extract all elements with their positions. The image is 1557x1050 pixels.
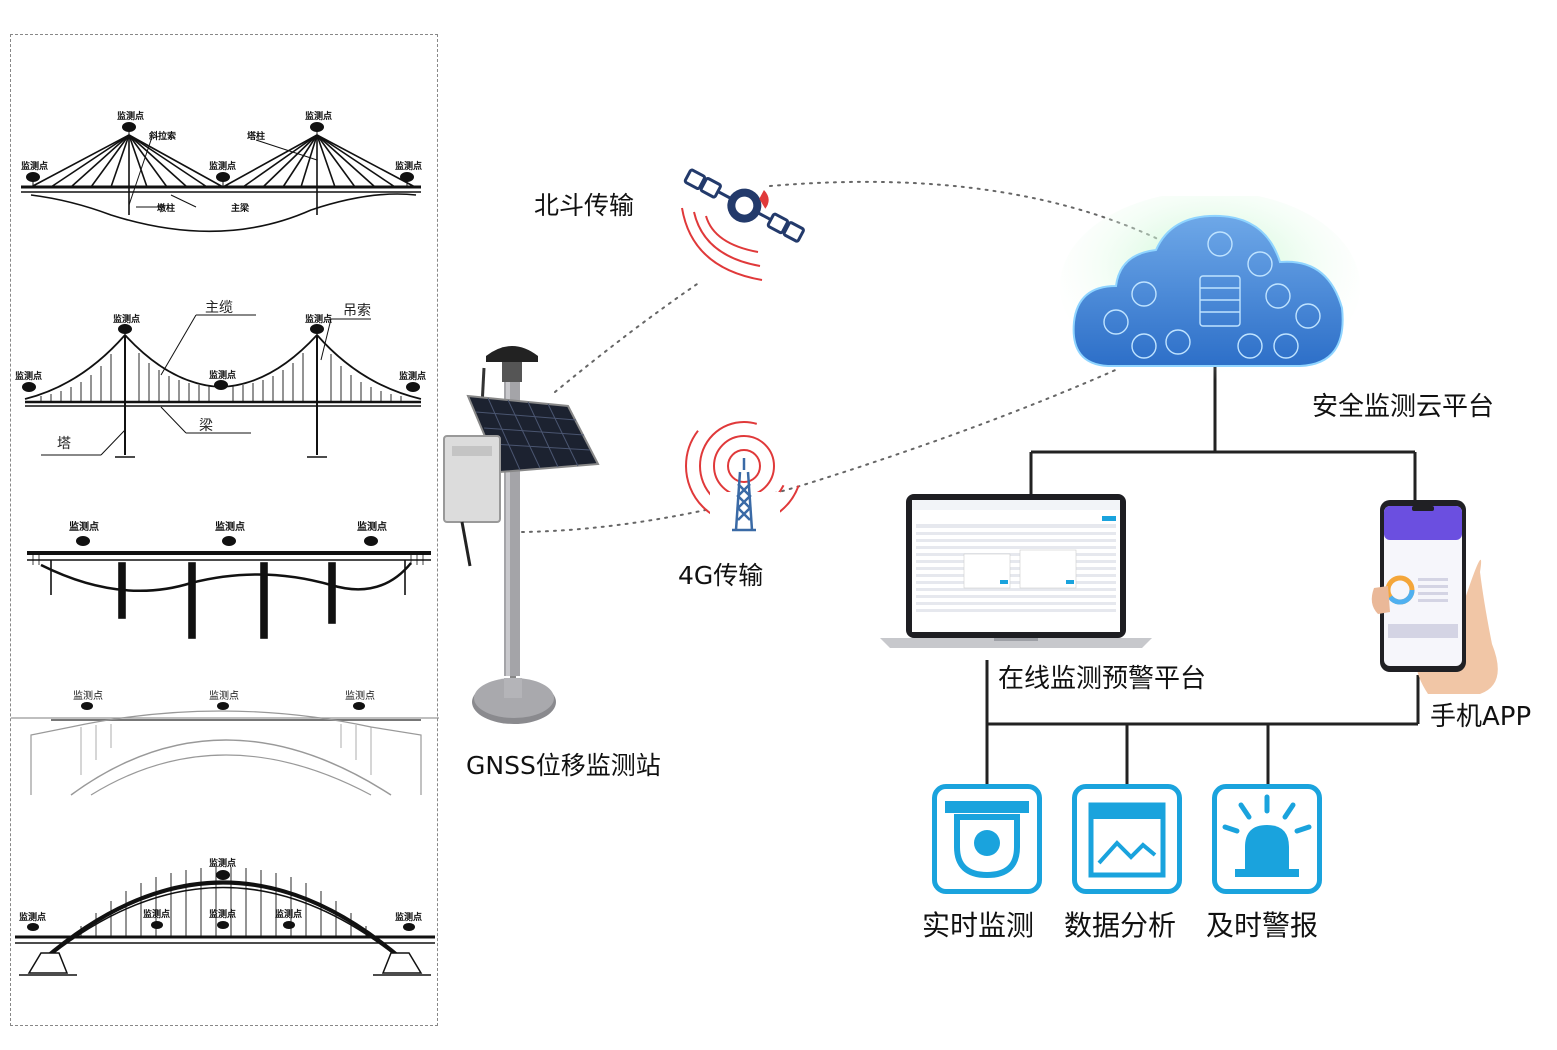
hanger-label: 吊索 [343,302,371,319]
ab-monitor-label-2: 监测点 [209,689,239,702]
data-analysis-box [1072,784,1182,894]
main-cable-label: 主缆 [205,300,233,316]
gb-monitor-label-3: 监测点 [357,520,387,533]
main-girder-label: 主梁 [231,202,250,214]
beidou-label: 北斗传输 [534,191,635,220]
ab-monitor-label-1: 监测点 [73,689,103,702]
cs-monitor-label-4: 监测点 [209,160,236,172]
arch-monitor-markers [81,702,365,710]
stay-cable-label: 斜拉索 [148,130,176,142]
chart-icon [1088,802,1166,878]
cable-stayed-monitor-markers [26,122,414,187]
bridge-types-panel: 监测点 监测点 监测点 监测点 监测点 斜拉索 塔柱 墩柱 主梁 [10,34,439,1026]
station-to-satellite-link [554,281,701,393]
ta-monitor-label-5: 监测点 [209,908,236,920]
ta-monitor-label-1: 监测点 [209,857,236,869]
realtime-monitoring-box [932,784,1042,894]
ss-monitor-label-5: 监测点 [399,370,426,382]
cs-monitor-label-5: 监测点 [395,160,422,172]
ta-monitor-label-3: 监测点 [395,911,422,923]
ss-monitor-label-4: 监测点 [209,369,236,381]
realtime-monitoring-label: 实时监测 [922,909,1035,942]
cell-tower-icon [680,402,808,542]
gb-monitor-label-2: 监测点 [215,520,245,533]
ss-monitor-label-3: 监测点 [15,370,42,382]
cable-stayed-bridge-diagram [21,134,421,233]
timely-alarm-box [1212,784,1322,894]
laptop-monitoring-platform [880,492,1152,652]
through-arch-monitor-markers [27,870,415,931]
cs-monitor-label-3: 监测点 [21,160,48,172]
ta-monitor-label-4: 监测点 [143,908,170,920]
gb-monitor-label-1: 监测点 [69,520,99,533]
cs-monitor-label-1: 监测点 [117,110,144,122]
online-platform-label: 在线监测预警平台 [998,664,1207,694]
ta-monitor-label-2: 监测点 [19,911,46,923]
ab-monitor-label-3: 监测点 [345,689,375,702]
suspension-monitor-markers [22,324,420,392]
beam-label: 梁 [199,418,213,434]
data-analysis-label: 数据分析 [1064,909,1177,942]
arch-bridge-diagram [11,710,439,796]
alarm-light-icon [1222,794,1312,877]
ss-monitor-label-2: 监测点 [305,313,332,325]
pier-label: 墩柱 [157,202,175,214]
ta-monitor-label-6: 监测点 [275,908,302,920]
bridge-diagrams: 监测点 监测点 监测点 监测点 监测点 斜拉索 塔柱 墩柱 主梁 [11,110,439,976]
camera-icon [945,801,1029,879]
gnss-station-image [440,336,620,732]
cloud-platform-label: 安全监测云平台 [1312,392,1495,422]
girder-bridge-diagram [27,551,431,639]
ss-monitor-label-1: 监测点 [113,313,140,325]
suspension-bridge-diagram [24,314,422,458]
mobile-app-device [1368,494,1548,694]
timely-alarm-label: 及时警报 [1206,909,1319,942]
cloud-platform-icon [1060,191,1360,386]
satellite-icon [672,168,812,298]
station-to-cloud-link [521,367,1121,533]
tower-label: 塔 [57,436,71,452]
mobile-app-label: 手机APP [1430,702,1532,732]
cellular-label: 4G传输 [678,561,764,590]
cs-monitor-label-2: 监测点 [305,110,332,122]
tower-column-label: 塔柱 [247,130,265,142]
gnss-station-label: GNSS位移监测站 [466,751,661,780]
girder-monitor-markers [76,536,378,546]
through-arch-bridge-diagram [15,867,435,976]
